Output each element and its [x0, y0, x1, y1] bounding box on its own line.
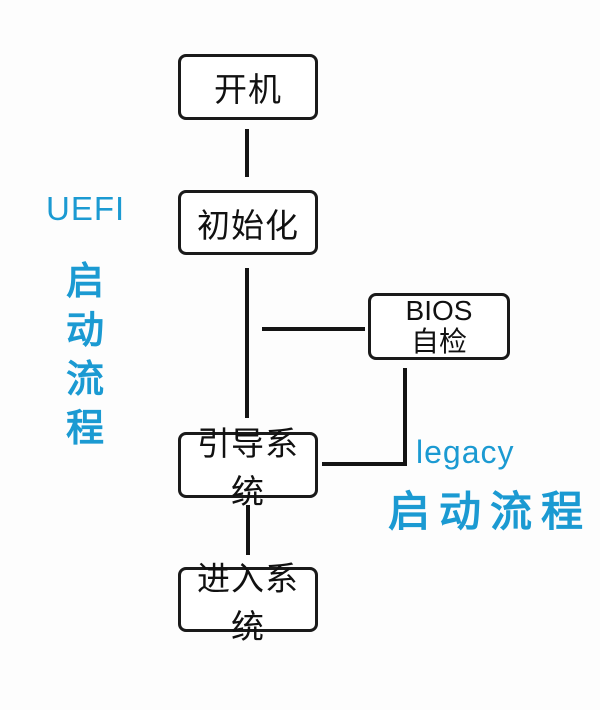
connector-bios-to-boot — [322, 462, 407, 466]
uefi-vertical-char-2: 动 — [65, 310, 104, 352]
uefi-vertical-char-3: 流 — [65, 359, 104, 401]
node-bios-post-label-line2: 自检 — [410, 325, 467, 357]
uefi-vertical-char-4: 程 — [65, 408, 104, 450]
node-initialize-label: 初始化 — [197, 206, 299, 244]
connector-init-to-boot — [245, 268, 249, 418]
node-power-on-label: 开机 — [214, 71, 282, 108]
node-boot-system-label: 引导系统 — [197, 425, 299, 510]
connector-bios-down — [403, 368, 407, 466]
connector-boot-to-enter — [246, 505, 250, 555]
uefi-vertical-char-1: 启 — [65, 261, 104, 303]
node-bios-post-label-line1: BIOS — [405, 295, 473, 327]
node-enter-system-label: 进入系统 — [197, 559, 299, 645]
node-enter-system: 进入系统 — [178, 560, 318, 645]
node-initialize: 初始化 — [178, 190, 318, 255]
node-power-on: 开机 — [178, 54, 318, 120]
legacy-label: legacy — [416, 434, 515, 470]
uefi-label: UEFI — [46, 190, 126, 227]
connector-power-to-init — [245, 129, 249, 177]
uefi-vertical-label: 启 动 流 程 — [64, 258, 106, 454]
node-bios-post: BIOS 自检 — [368, 293, 510, 360]
connector-branch-to-bios — [262, 327, 365, 331]
node-boot-system: 引导系统 — [178, 425, 318, 510]
legacy-subtitle-label: 启动流程 — [388, 488, 593, 535]
